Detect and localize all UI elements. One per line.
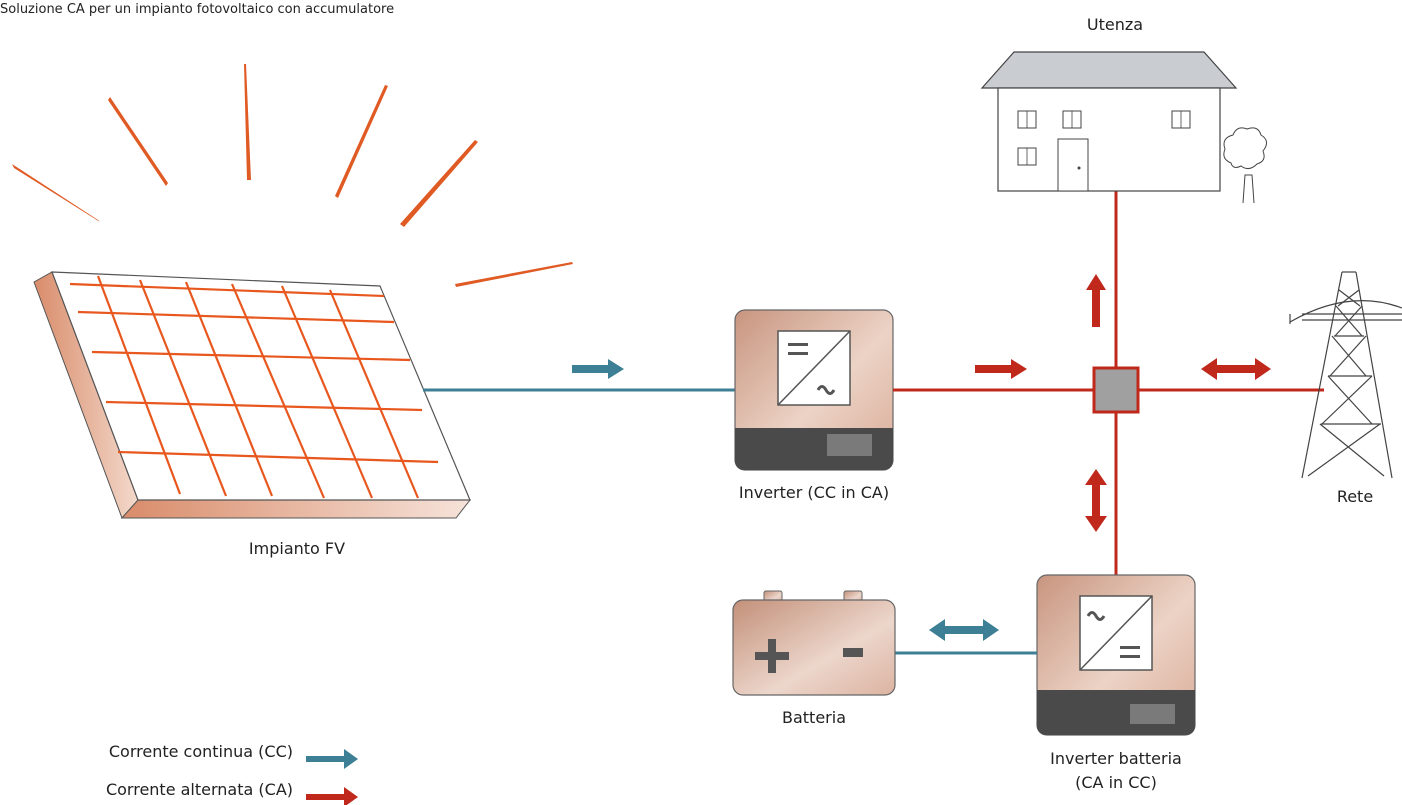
pylon-icon (1289, 271, 1402, 479)
legend-dc-label: Corrente continua (CC) (109, 742, 293, 761)
ac-arrow-inverter (975, 359, 1027, 379)
tree-icon (1223, 127, 1267, 204)
pv-label: Impianto FV (249, 539, 345, 558)
legend-ac-label: Corrente alternata (CA) (106, 780, 293, 799)
junction-box (1092, 366, 1140, 414)
dc-arrow-battery (929, 619, 999, 641)
legend-ac-arrow (306, 787, 358, 805)
pv-panel-icon (33, 271, 472, 519)
sun-rays-icon (12, 64, 573, 287)
battery-inverter-device-icon (1036, 574, 1196, 736)
ac-arrow-grid (1201, 358, 1271, 380)
inverter-label: Inverter (CC in CA) (739, 483, 889, 502)
legend: Corrente continua (CC) Corrente alternat… (106, 742, 358, 805)
inverter-device-icon (734, 309, 894, 471)
legend-dc-arrow (306, 749, 358, 769)
ac-arrow-house (1086, 274, 1106, 327)
ac-to-dc-symbol-icon (1079, 595, 1153, 671)
battery-icon (732, 590, 896, 696)
battery-label: Batteria (782, 708, 846, 727)
grid-label: Rete (1337, 487, 1373, 506)
house-icon (980, 51, 1267, 204)
dc-arrow-pv (572, 359, 624, 379)
ac-lines (893, 191, 1324, 575)
battery-inverter-label-line1: Inverter batteria (1050, 749, 1182, 768)
page-title: Soluzione CA per un impianto fotovoltaic… (0, 2, 395, 17)
house-label: Utenza (1087, 15, 1143, 34)
dc-to-ac-symbol-icon (777, 330, 851, 406)
ac-arrow-battery-inverter (1085, 469, 1107, 532)
battery-inverter-label-line2: (CA in CC) (1075, 773, 1157, 792)
